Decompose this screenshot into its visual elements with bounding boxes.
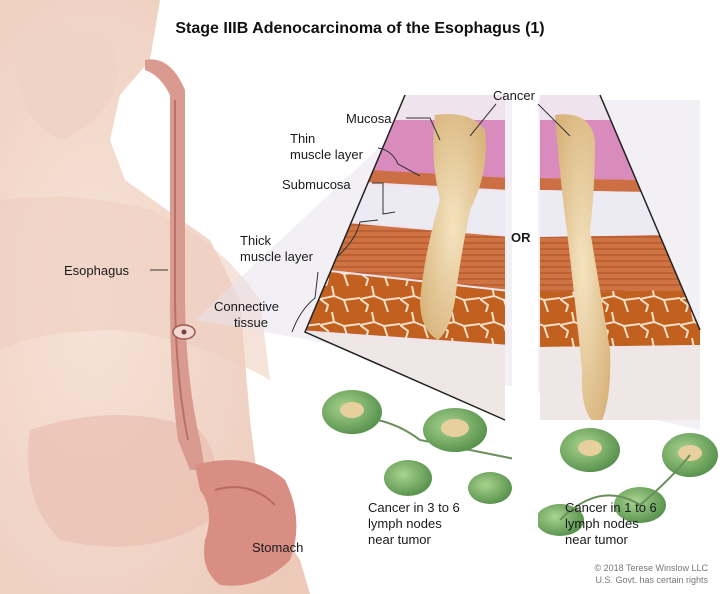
- stomach-shape: [195, 460, 297, 586]
- caption-left-line1: Cancer in 3 to 6: [368, 500, 460, 515]
- caption-left-line2: lymph nodes: [368, 516, 442, 531]
- label-thin-muscle-line2: muscle layer: [290, 147, 363, 162]
- label-esophagus: Esophagus: [64, 263, 130, 278]
- esophagus-tube: [145, 59, 205, 470]
- label-connective-line2: tissue: [234, 315, 268, 330]
- label-stomach: Stomach: [252, 540, 304, 555]
- label-submucosa: Submucosa: [282, 177, 351, 192]
- label-thin-muscle-line1: Thin: [290, 131, 316, 146]
- label-thick-muscle-line1: Thick: [240, 233, 272, 248]
- lymph-node: [468, 472, 512, 504]
- caption-right-line3: near tumor: [565, 532, 628, 547]
- leader-lines: [150, 103, 571, 333]
- credit-line2: U.S. Govt. has certain rights: [595, 575, 708, 585]
- label-or: OR: [511, 230, 531, 245]
- lymph-node: [384, 460, 432, 496]
- label-cancer: Cancer: [493, 88, 535, 103]
- caption-right-line1: Cancer in 1 to 6: [565, 500, 657, 515]
- label-connective-line1: Connective: [214, 299, 280, 314]
- body-silhouette: [0, 0, 310, 594]
- credit-line1: © 2018 Terese Winslow LLC: [594, 563, 708, 573]
- label-thick-muscle-line2: muscle layer: [240, 249, 313, 264]
- lymph-nodes: [322, 390, 718, 536]
- caption-right-line2: lymph nodes: [565, 516, 639, 531]
- page-title: Stage IIIB Adenocarcinoma of the Esophag…: [175, 20, 545, 37]
- label-mucosa: Mucosa: [346, 111, 392, 126]
- caption-left-line3: near tumor: [368, 532, 431, 547]
- panel-divider: [512, 90, 538, 594]
